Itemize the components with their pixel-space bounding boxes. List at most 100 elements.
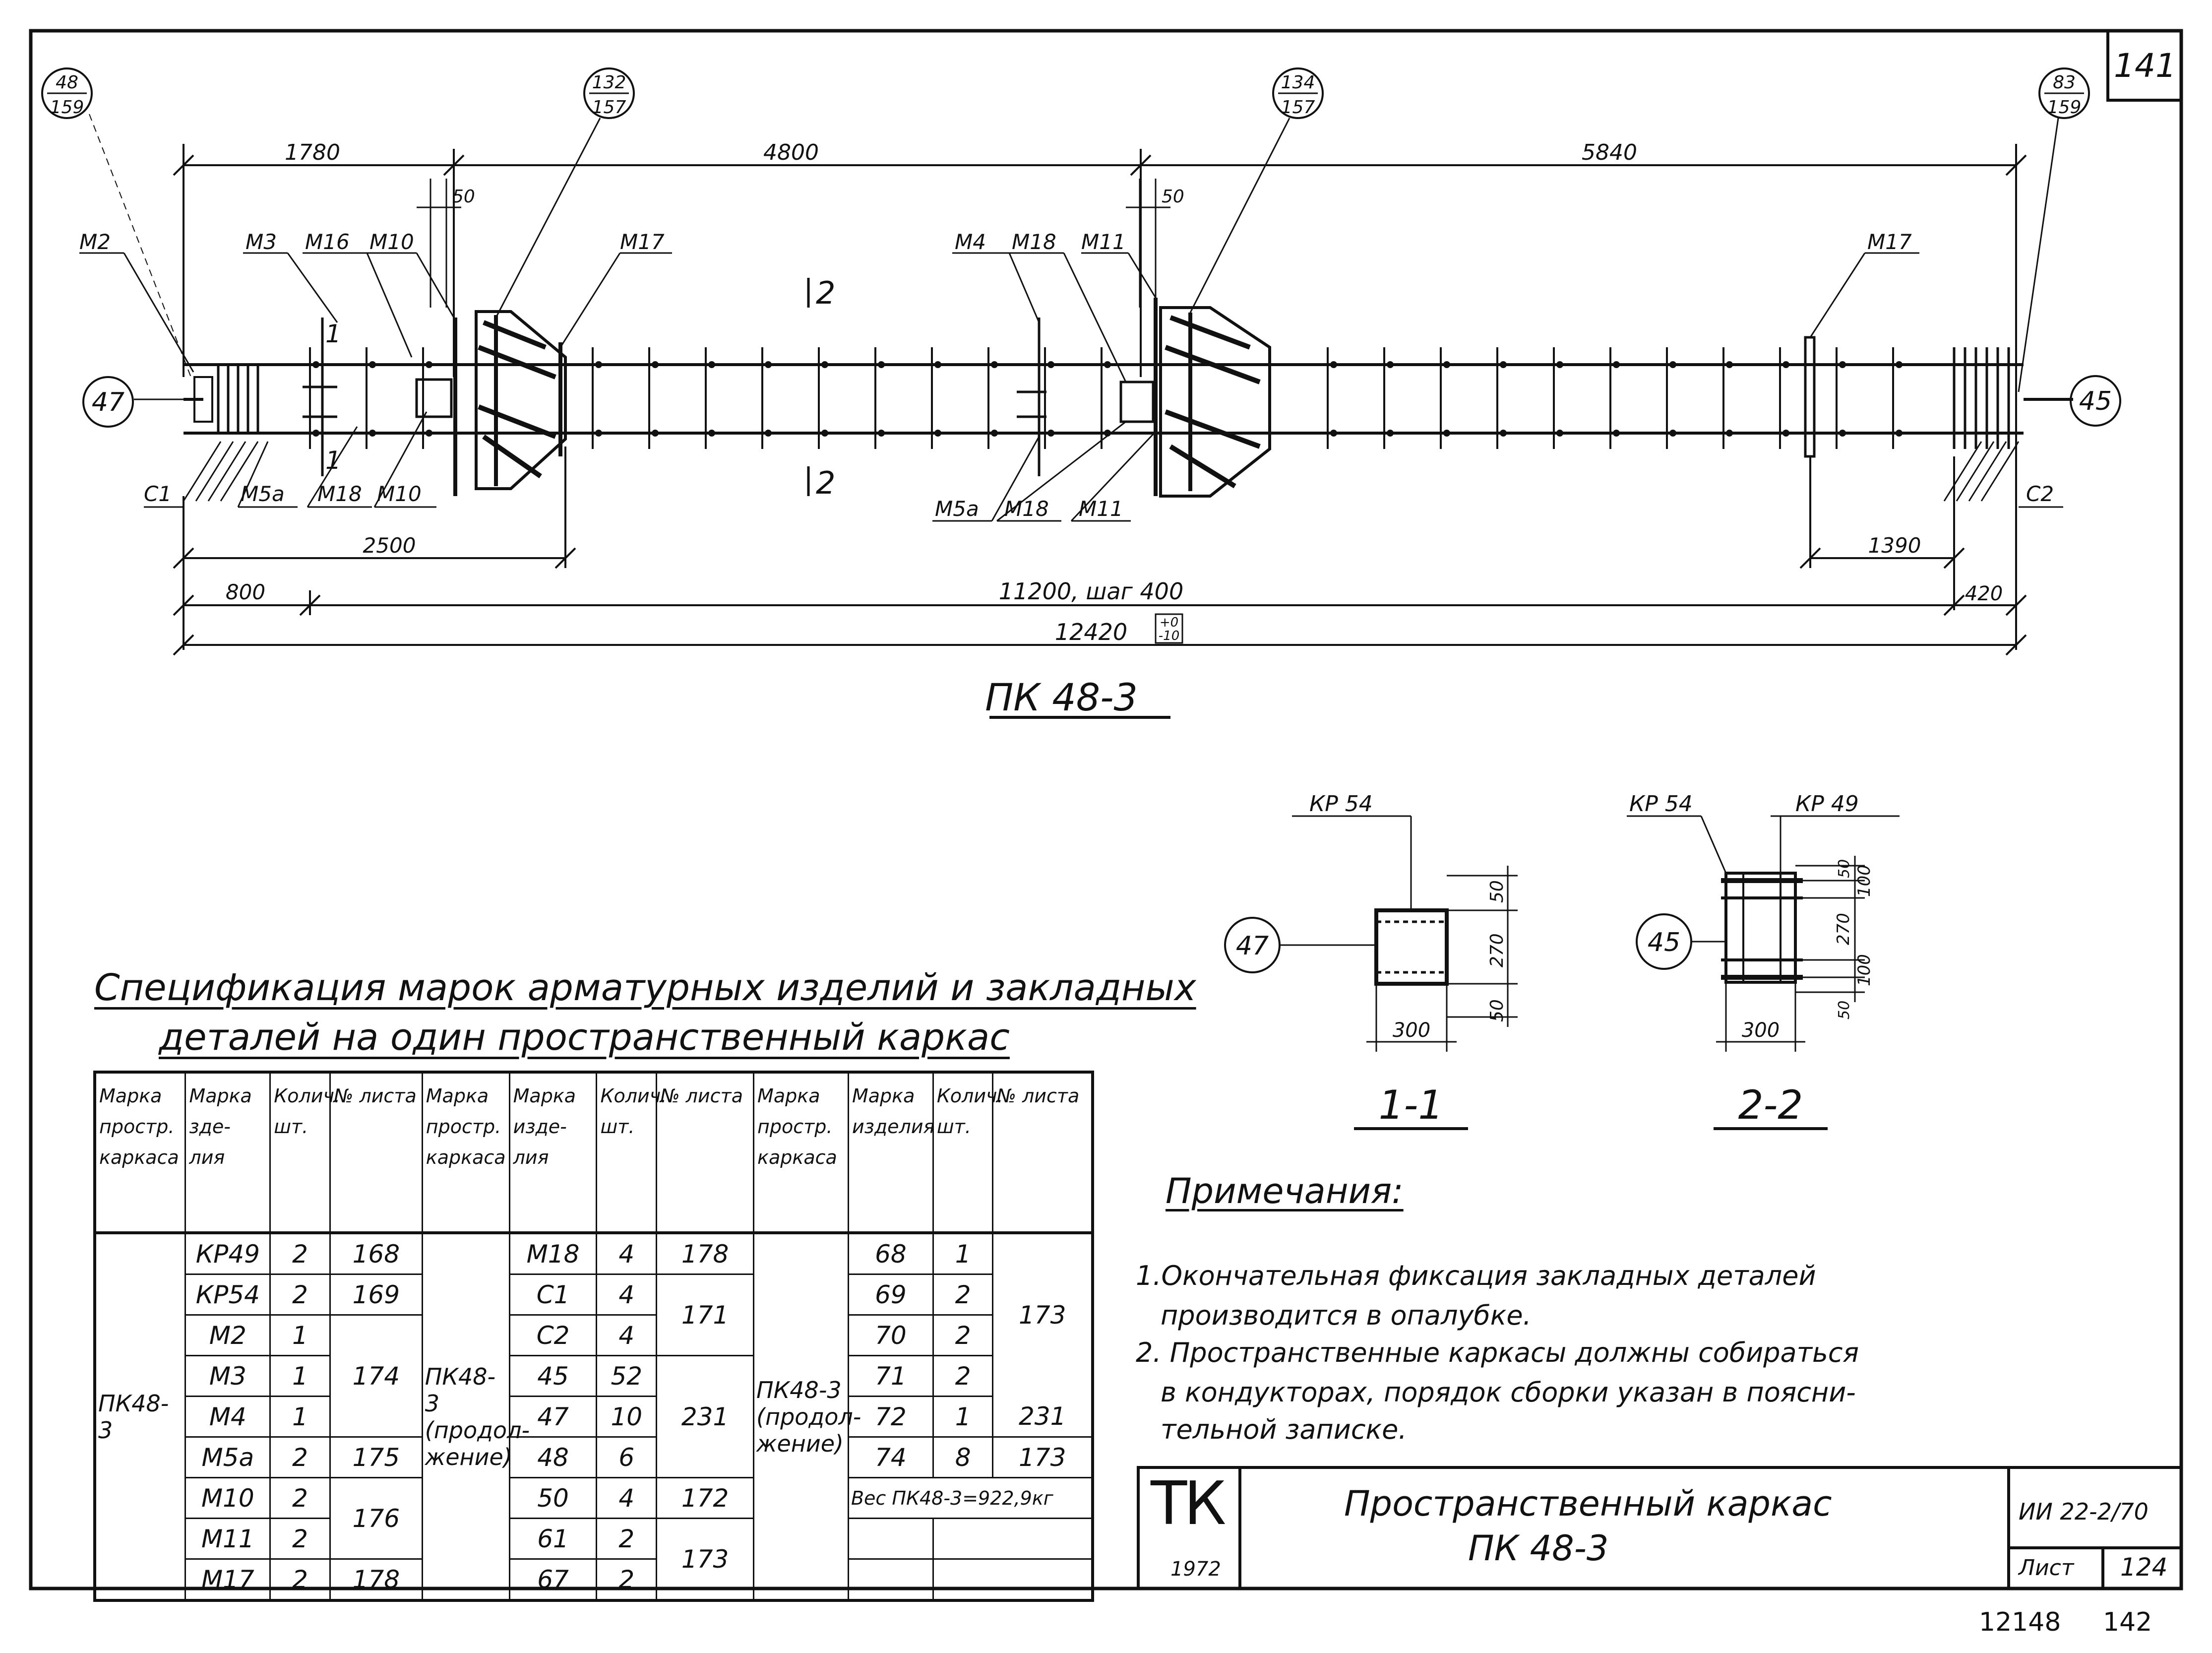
spec-cell: 174 (329, 1315, 423, 1438)
spec-header: Марка простр. каркаса (421, 1071, 510, 1234)
spec-cell: 2 (269, 1233, 331, 1275)
bar-dot (426, 361, 432, 368)
spec-cell: 172 (656, 1477, 755, 1519)
spec-cell: 178 (329, 1559, 423, 1601)
callout-left-top: 48 (56, 72, 78, 93)
spec-cell: 74 (847, 1437, 934, 1478)
spec-cell: КР49 (184, 1233, 271, 1275)
table-row: М11 2 61 2 173 (95, 1518, 1094, 1601)
notes-title: Примечания: (1166, 1171, 1404, 1211)
section-1-d50b: 50 (1487, 999, 1507, 1022)
end-mark-right: 45 (2079, 386, 2112, 416)
drawing-title: ПК 48-3 (985, 675, 1138, 719)
bar-dot (1330, 430, 1337, 437)
bar-dot (1330, 361, 1337, 368)
spec-group-1: ПК48-3 (94, 1233, 186, 1601)
spec-cell: 70 (847, 1315, 934, 1356)
spec-cell: 2 (269, 1477, 331, 1519)
bar-dot (821, 361, 828, 368)
spec-cell: 48 (508, 1437, 598, 1478)
bar-dot (1443, 430, 1450, 437)
spec-cell: М4 (184, 1396, 271, 1438)
section-1-d270: 270 (1487, 933, 1507, 967)
mark-m4: М4 (955, 230, 986, 254)
bar-dot (991, 430, 998, 437)
spec-cell: 2 (932, 1315, 994, 1356)
bar-dot (1443, 361, 1450, 368)
spec-cell: 71 (847, 1355, 934, 1397)
bar-dot (1047, 430, 1054, 437)
bar-dot (708, 430, 715, 437)
bar-dot (595, 430, 602, 437)
section-2-d50t: 50 (1836, 859, 1853, 878)
tolerance-plus: +0 (1160, 615, 1178, 630)
mark-m3: М3 (246, 230, 277, 254)
bar-dot (1839, 361, 1846, 368)
section-1-1 (1224, 815, 1518, 1052)
bar-dot (878, 430, 885, 437)
section-2-title: 2-2 (1738, 1082, 1803, 1128)
spec-cell: 2 (932, 1274, 994, 1316)
bracket-left (415, 310, 567, 496)
table-row: ПК48-3 КР49 2 168 ПК48-3 (продол- жение)… (94, 1233, 1094, 1601)
spec-header: Колич. шт. (269, 1071, 340, 1234)
bar-dot (1669, 430, 1676, 437)
bar-dot (369, 361, 376, 368)
bar-dot (1500, 430, 1507, 437)
dim-12420: 12420 (1055, 619, 1127, 645)
spec-cell: 4 (596, 1274, 658, 1316)
bar-dot (991, 361, 998, 368)
bar-dot (765, 361, 772, 368)
spec-cell: 2 (596, 1559, 658, 1601)
detail-m17-right (1804, 336, 1816, 458)
spec-cell: 45 (508, 1355, 598, 1397)
callout-mid2 (1189, 67, 1324, 313)
bar-dot (369, 430, 376, 437)
callout-left (41, 67, 191, 378)
bar-dot (1387, 361, 1394, 368)
spec-cell: 4 (596, 1315, 658, 1356)
end-mark-left-circle (82, 376, 134, 428)
bar-dot (1387, 430, 1394, 437)
dim-4800: 4800 (763, 140, 819, 165)
table-row: М10 2 176 50 4 172 Вес ПК48-3=922,9кг (95, 1477, 1094, 1560)
spec-cell-empty (847, 1559, 934, 1601)
spec-group-3: ПК48-3 (продол- жение) (753, 1233, 861, 1601)
bar-dot (1613, 430, 1620, 437)
spec-header: Колич. шт. (596, 1071, 667, 1234)
dim-50-left: 50 (452, 187, 475, 207)
title-block-sheet-label: Лист (2019, 1555, 2074, 1581)
bar-dot (1896, 430, 1903, 437)
spec-header: № листа (656, 1071, 755, 1234)
note-line: 2. Пространственные каркасы должны собир… (1136, 1337, 1859, 1368)
bar-dot (595, 361, 602, 368)
bar-dot (312, 361, 319, 368)
spec-cell: 173 (992, 1233, 1094, 1397)
callout-right-top: 83 (2053, 72, 2076, 93)
spec-cell: 61 (508, 1518, 598, 1560)
bar-dot (652, 430, 659, 437)
spec-cell: 2 (932, 1355, 994, 1397)
mark-m11-bottom: М11 (1079, 497, 1123, 521)
bar-dot (934, 430, 941, 437)
callout-mid1-top: 132 (592, 72, 626, 93)
callout-left-bottom: 159 (50, 97, 84, 118)
title-block-name-line2: ПК 48-3 (1468, 1528, 1609, 1569)
spec-cell: 4 (596, 1477, 658, 1519)
spec-title-line2: деталей на один пространственный каркас (159, 1016, 1010, 1059)
spec-header: № листа (329, 1071, 423, 1234)
section-2-2 (1627, 815, 1900, 1052)
spec-cell: 176 (329, 1477, 423, 1560)
table-row: М2 1 174 С2 4 70 2 (95, 1315, 1093, 1438)
section-cut-2-bottom: 2 (816, 465, 835, 501)
spec-cell: М2 (184, 1315, 271, 1356)
bracket-middle (1119, 298, 1271, 498)
mark-m5a-left: М5а (241, 482, 285, 506)
mark-m11-top: М11 (1081, 230, 1126, 254)
spec-cell: С2 (508, 1315, 598, 1356)
spec-cell: 72 (847, 1396, 934, 1438)
title-block-logo: ТК (1151, 1469, 1226, 1538)
callout-mid1 (495, 67, 635, 318)
section-2-d300: 300 (1742, 1019, 1780, 1042)
spec-cell: 1 (932, 1233, 994, 1275)
